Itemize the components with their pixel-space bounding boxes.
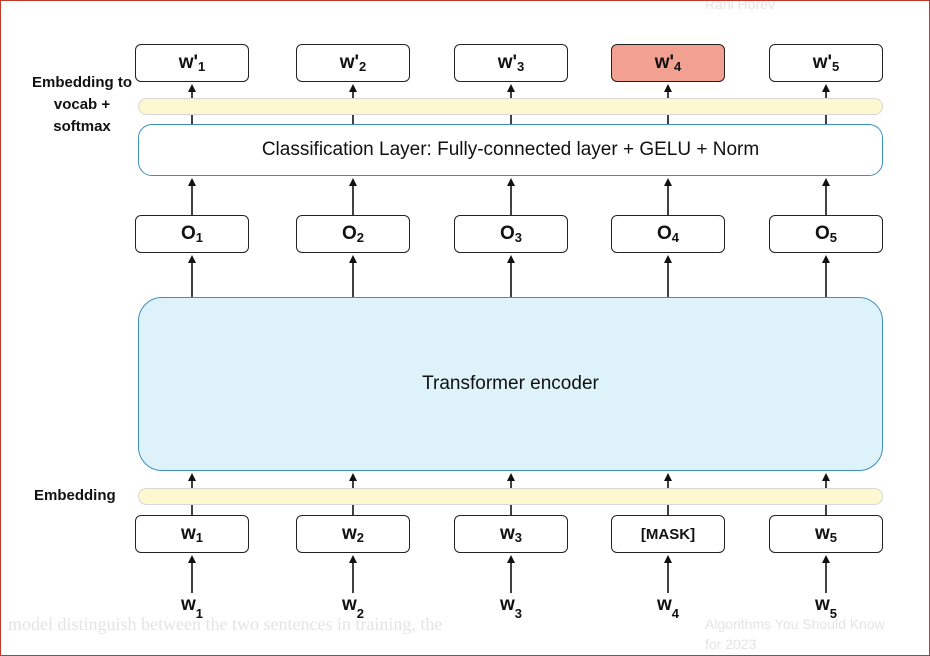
raw-input-3-subscript: 3 [514,605,522,621]
output-token-3-text: w' [497,52,518,73]
encoder-output-4-text: O [656,223,672,244]
output-token-5-subscript: 5 [832,58,840,74]
raw-input-5: w5 [796,594,856,621]
input-token-1-text: w [180,523,196,544]
output-token-5: w'5 [769,44,883,82]
output-token-5-text: w' [812,52,833,73]
input-token-3-text: w [499,523,515,544]
output-token-4: w'4 [611,44,725,82]
output-token-2-text: w' [339,52,360,73]
embedding-label: Embedding [34,487,116,504]
output-token-4-subscript: 4 [674,58,682,74]
output-token-2-subscript: 2 [359,58,367,74]
output-token-1: w'1 [135,44,249,82]
encoder-output-3-text: O [499,223,515,244]
mask-token-text: [MASK] [640,525,696,543]
encoder-output-3-subscript: 3 [514,229,522,245]
classification-layer: Classification Layer: Fully-connected la… [138,124,883,176]
vocab-embedding-band [138,98,883,115]
raw-input-1-subscript: 1 [195,605,203,621]
raw-input-4-subscript: 4 [671,605,679,621]
transformer-encoder: Transformer encoder [138,297,883,471]
encoder-output-5-subscript: 5 [829,229,837,245]
encoder-output-4-subscript: 4 [671,229,679,245]
raw-input-4: w4 [638,594,698,621]
raw-input-3: w3 [481,594,541,621]
output-token-3: w'3 [454,44,568,82]
output-token-4-text: w' [654,52,675,73]
input-token-5-text: w [814,523,830,544]
raw-input-4-text: w [656,594,672,615]
input-token-1-subscript: 1 [195,529,203,545]
background-related-link: Algorithms You Should Know [705,616,885,632]
background-related-link-2: for 2023 [705,636,757,652]
encoder-output-2-text: O [341,223,357,244]
raw-input-1-text: w [180,594,196,615]
raw-input-2-subscript: 2 [356,605,364,621]
raw-input-2-text: w [341,594,357,615]
output-token-1-text: w' [178,52,199,73]
background-body-text: model distinguish between the two senten… [8,614,443,634]
encoder-output-5-text: O [814,223,830,244]
input-token-3-subscript: 3 [514,529,522,545]
input-token-2-text: w [341,523,357,544]
vocab-softmax-label: Embedding to vocab + softmax [32,74,132,135]
raw-input-2: w2 [323,594,383,621]
input-embedding-band [138,488,883,505]
encoder-output-1-text: O [180,223,196,244]
encoder-output-1-subscript: 1 [195,229,203,245]
output-token-3-subscript: 3 [517,58,525,74]
background-author: Rani Horev [705,0,776,12]
output-token-1-subscript: 1 [198,58,206,74]
encoder-output-2-subscript: 2 [356,229,364,245]
raw-input-1: w1 [162,594,222,621]
output-token-2: w'2 [296,44,410,82]
raw-input-3-text: w [499,594,515,615]
raw-input-5-subscript: 5 [829,605,837,621]
input-token-5-subscript: 5 [829,529,837,545]
raw-input-5-text: w [814,594,830,615]
mask-token: [MASK] [611,515,725,553]
input-token-2-subscript: 2 [356,529,364,545]
